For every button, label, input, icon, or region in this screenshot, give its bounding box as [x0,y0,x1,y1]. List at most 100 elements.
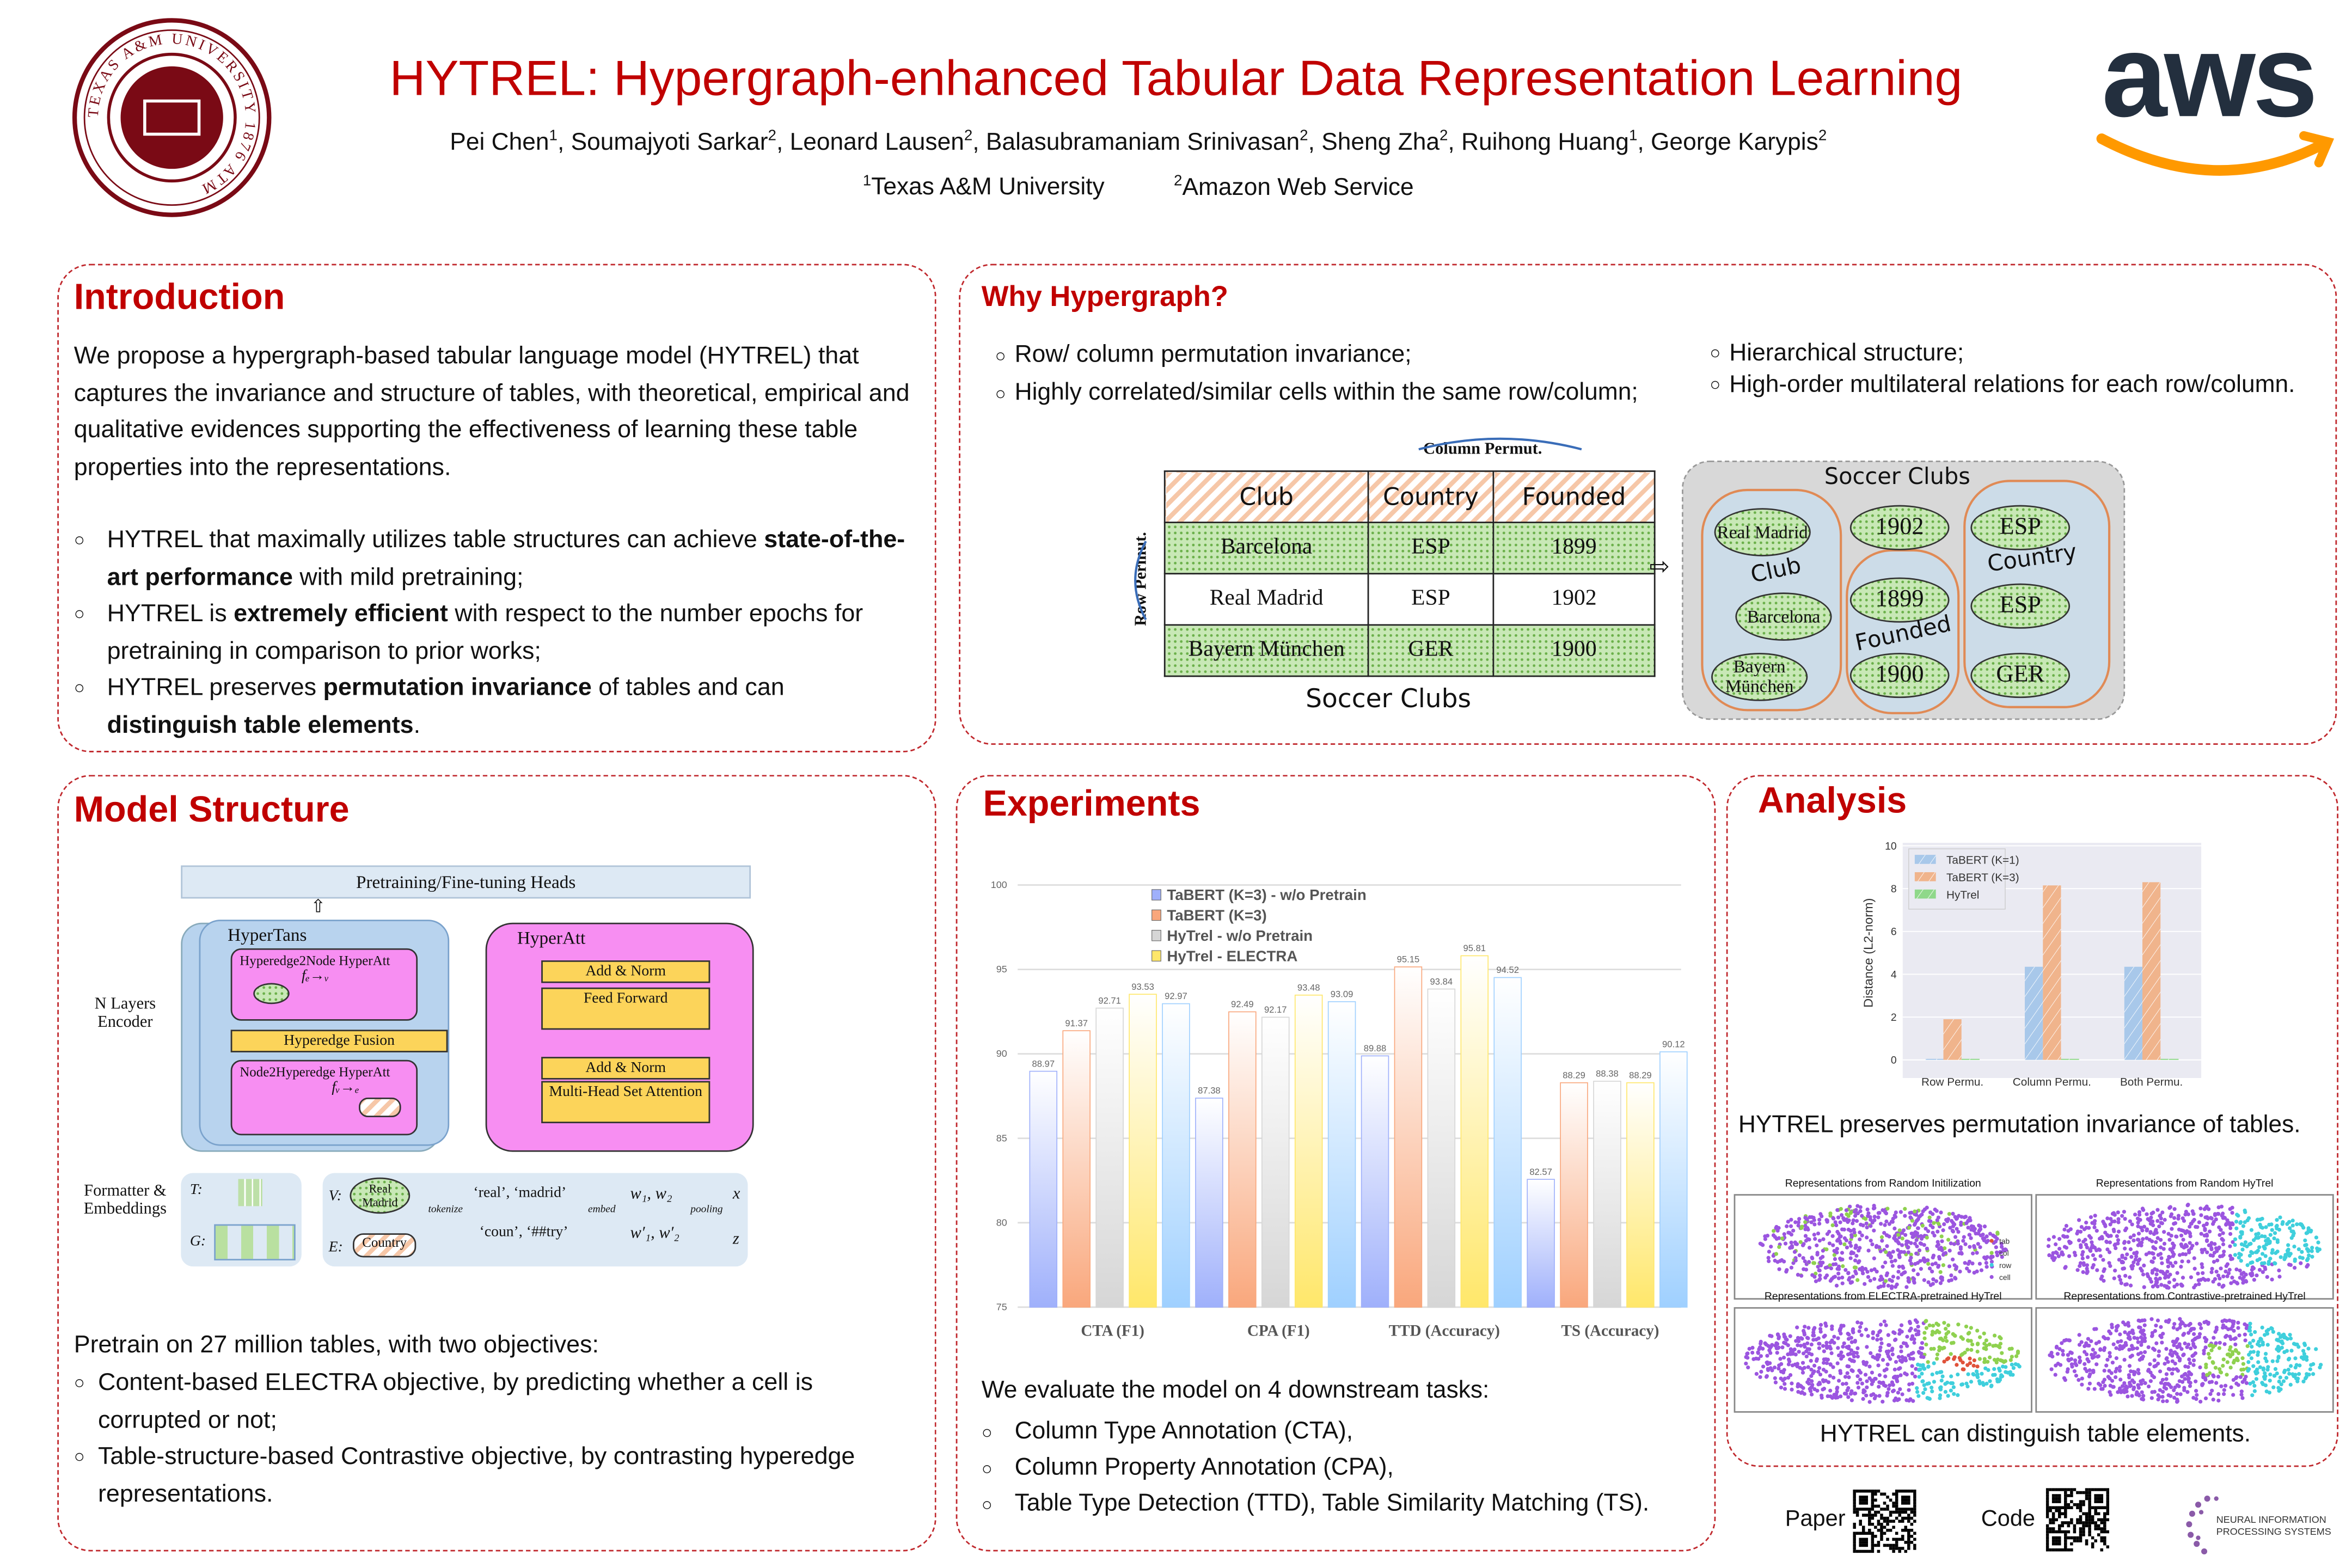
scatter-point [1965,1266,1969,1271]
scatter-point [1921,1363,1925,1367]
scatter-point [1876,1363,1881,1368]
scatter-point [2256,1232,2261,1236]
scatter-point [1820,1214,1824,1218]
scatter-point [2237,1351,2241,1356]
scatter-point [2256,1217,2260,1222]
scatter-point [1910,1381,1915,1386]
scatter-point [2117,1347,2122,1351]
scatter-point [2240,1356,2245,1361]
scatter-point [2203,1228,2207,1233]
scatter-point [2300,1250,2304,1254]
experiments-bullets: Column Type Annotation (CTA), Column Pro… [982,1414,1649,1523]
scatter-point [1920,1341,1925,1345]
scatter-point [2203,1396,2208,1401]
scatter-point [2227,1352,2231,1357]
scatter-point [2220,1284,2225,1289]
scatter-point [2057,1237,2062,1241]
scatter-point [2160,1221,2164,1226]
task-bullet: Table Type Detection (TTD), Table Simila… [982,1486,1649,1522]
bullet-text: with mild pretraining; [292,563,524,591]
scatter-point [1855,1381,1860,1385]
scatter-point [1917,1248,1922,1253]
scatter-point [2284,1376,2289,1380]
scatter-point [2128,1247,2133,1252]
code-qr-code[interactable] [2045,1488,2110,1552]
scatter-point [2113,1269,2117,1273]
scatter-point [1959,1382,1964,1387]
scatter-point [2160,1394,2165,1399]
scatter-point [2135,1261,2140,1266]
scatter-point [1915,1386,1919,1391]
scatter-point [2141,1378,2145,1382]
scatter-point [2298,1222,2302,1227]
scatter-point [2105,1247,2110,1252]
scatter-point [1934,1279,1939,1283]
scatter-point [1879,1275,1883,1279]
scatter-point [1898,1366,1902,1370]
scatter-point [2066,1357,2071,1362]
scatter-point [1872,1256,1876,1260]
legend-label: TaBERT (K=3) [1167,907,1266,924]
scatter-point [2142,1333,2146,1337]
scatter-point [2136,1386,2141,1390]
scatter-point [2219,1228,2223,1232]
scatter-point [1939,1276,1943,1281]
scatter-point [2214,1341,2218,1345]
scatter-point [1777,1367,1781,1371]
scatter-point [2149,1334,2154,1338]
scatter-point [2228,1226,2233,1230]
scatter-point [1969,1236,1973,1240]
scatter-point [1792,1250,1797,1254]
hypergraph-title: Soccer Clubs [1824,463,1970,490]
scatter-point [1878,1278,1882,1282]
paper-link-label[interactable]: Paper [1785,1506,1846,1532]
scatter-point [1907,1388,1911,1392]
scatter-point [1864,1217,1868,1221]
scatter-point [1803,1259,1807,1264]
scatter-point [1895,1282,1899,1287]
scatter-point [1853,1338,1858,1343]
scatter-point [2088,1215,2093,1220]
scatter-point [2249,1241,2253,1246]
code-link-label[interactable]: Code [1981,1506,2036,1532]
scatter-point [1865,1385,1869,1389]
scatter-point [2171,1241,2175,1246]
scatter-point [1821,1379,1826,1383]
scatter-point [2110,1220,2115,1224]
scatter-point [1828,1388,1833,1393]
scatter-point [2186,1248,2191,1253]
scatter-point [2244,1381,2249,1385]
legend-label: TaBERT (K=3) - w/o Pretrain [1167,886,1366,903]
scatter-point [1922,1367,1927,1371]
scatter-point [2065,1369,2069,1374]
scatter-point [1926,1364,1931,1369]
scatter-point [1834,1262,1838,1266]
scatter-point [2234,1381,2239,1386]
scatter-point [2159,1256,2164,1260]
scatter-point [1861,1388,1866,1393]
scatter-point [2231,1240,2235,1244]
scatter-point [1933,1261,1938,1266]
scatter-point [2248,1321,2252,1326]
scatter-point [2118,1365,2122,1369]
scatter-point [2280,1222,2284,1226]
scatter-point [1873,1376,1878,1381]
x-category-label: CPA (F1) [1247,1322,1310,1340]
scatter-point [1821,1368,1826,1372]
scatter-point [2215,1258,2220,1263]
scatter-point [2115,1234,2119,1239]
scatter-point [1832,1334,1836,1339]
scatter-point [2079,1224,2084,1229]
bar [1129,994,1157,1308]
scatter-point [2132,1233,2136,1238]
scatter-point [1904,1285,1909,1289]
tokens-e: ‘coun’, ‘##try’ [479,1224,568,1241]
scatter-point [1773,1258,1777,1263]
scatter-point [2091,1253,2096,1258]
scatter-point [1817,1217,1822,1222]
paper-qr-code[interactable] [1853,1489,1916,1553]
introduction-bullets: HYTREL that maximally utilizes table str… [74,522,911,743]
scatter-point [1922,1243,1926,1247]
scatter-point [1984,1381,1989,1386]
